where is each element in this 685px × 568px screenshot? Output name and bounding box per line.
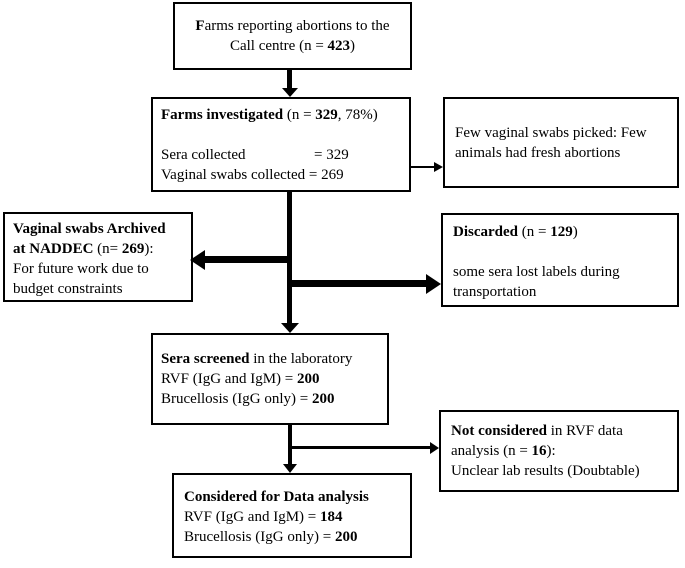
arrow-right-icon (430, 442, 439, 454)
arrow-left-icon (190, 250, 205, 270)
text-segment: Call centre (n = (229, 38, 328, 54)
connector-screened-to-considered (288, 425, 292, 464)
box-farms-investigated-title: Farms investigated (n = 329, 78%) (161, 105, 401, 125)
box-discarded-title: Discarded (n = 129) (453, 222, 667, 242)
connector-to-not-considered (289, 446, 431, 449)
count-value: 200 (311, 391, 335, 407)
sample-size: 269 (121, 241, 145, 257)
box-archived-body: For future work due to budget constraint… (13, 261, 149, 297)
text-segment: , 78%) (337, 107, 378, 123)
text-segment: ): (546, 443, 556, 459)
sera-collected-line: Sera collected = 329 (161, 145, 401, 165)
text-segment: Brucellosis (IgG only) = (184, 529, 335, 545)
text-segment: in RVF data (546, 423, 623, 439)
text-segment: ) (572, 224, 578, 240)
arrow-down-icon (282, 88, 298, 97)
box-not-considered-body: Unclear lab results (Doubtable) (451, 463, 640, 479)
box-considered-title: Considered for Data analysis (184, 489, 369, 505)
count-value: 200 (297, 371, 320, 387)
text-segment: Brucellosis (IgG only) = (161, 391, 312, 407)
text-segment: Discarded (453, 224, 518, 240)
box-farms-reporting-line1: Farms reporting abortions to the (175, 16, 410, 36)
text-segment: RVF (IgG and IgM) = (184, 509, 320, 525)
rvf-line: RVF (IgG and IgM) = 200 (161, 369, 379, 389)
spacer (453, 242, 667, 262)
text-segment: analysis (n = (451, 443, 532, 459)
box-discarded-body: some sera lost labels during transportat… (453, 264, 620, 300)
box-sera-screened: Sera screened in the laboratory RVF (IgG… (151, 333, 389, 425)
box-archived: Vaginal swabs Archived at NADDEC (n= 269… (3, 212, 193, 302)
connector-investigated-to-few-swabs (411, 166, 435, 168)
rvf-line: RVF (IgG and IgM) = 184 (184, 507, 400, 527)
count-value: 184 (320, 509, 343, 525)
text-segment: Sera screened (161, 351, 250, 367)
spacer (161, 125, 401, 145)
count-value: Vaginal swabs collected = 269 (161, 167, 344, 183)
box-not-considered-line2: analysis (n = 16): (451, 441, 667, 461)
box-few-swabs-text: Few vaginal swabs picked: Few animals ha… (455, 124, 647, 161)
arrow-down-icon (283, 464, 297, 473)
text-segment: ) (350, 38, 356, 54)
connector-to-archived (204, 256, 290, 263)
box-archived-title-line1: Vaginal swabs Archived (13, 221, 166, 237)
sample-size: 423 (327, 38, 351, 54)
text-segment: (n= (93, 241, 122, 257)
arrow-down-icon (281, 323, 299, 333)
sample-size: 16 (531, 443, 547, 459)
box-not-considered-title: Not considered in RVF data (451, 421, 667, 441)
swabs-collected-line: Vaginal swabs collected = 269 (161, 165, 401, 185)
box-few-swabs: Few vaginal swabs picked: Few animals ha… (443, 97, 679, 188)
text-segment: F (195, 18, 205, 34)
box-farms-investigated: Farms investigated (n = 329, 78%) Sera c… (151, 97, 411, 192)
arrow-right-icon (434, 162, 443, 172)
text-segment: (n = (283, 107, 316, 123)
text-segment: Sera collected (161, 147, 246, 163)
text-segment: (n = (518, 224, 551, 240)
brucellosis-line: Brucellosis (IgG only) = 200 (184, 527, 400, 547)
box-discarded: Discarded (n = 129) some sera lost label… (441, 213, 679, 307)
box-considered: Considered for Data analysis RVF (IgG an… (172, 473, 412, 558)
box-farms-reporting-line2: Call centre (n = 423) (175, 36, 410, 56)
text-segment: Farms investigated (161, 107, 284, 123)
box-archived-title-line2: at NADDEC (n= 269): (13, 239, 183, 259)
count-value: 200 (334, 529, 358, 545)
text-segment: ): (144, 241, 154, 257)
box-farms-reporting: Farms reporting abortions to the Call ce… (173, 2, 412, 70)
text-segment: RVF (IgG and IgM) = (161, 371, 297, 387)
text-segment: Not considered (451, 423, 547, 439)
arrow-right-icon (426, 274, 441, 294)
connector-to-discarded (289, 280, 427, 287)
brucellosis-line: Brucellosis (IgG only) = 200 (161, 389, 379, 409)
count-value: = 329 (314, 147, 349, 163)
box-not-considered: Not considered in RVF data analysis (n =… (439, 410, 679, 492)
text-segment: at NADDEC (13, 241, 94, 257)
text-segment: arms reporting abortions to the (204, 18, 390, 34)
text-segment: in the laboratory (249, 351, 353, 367)
sample-size: 129 (550, 224, 573, 240)
box-sera-screened-title: Sera screened in the laboratory (161, 349, 379, 369)
connector-reporting-to-investigated (287, 70, 292, 88)
sample-size: 329 (315, 107, 338, 123)
